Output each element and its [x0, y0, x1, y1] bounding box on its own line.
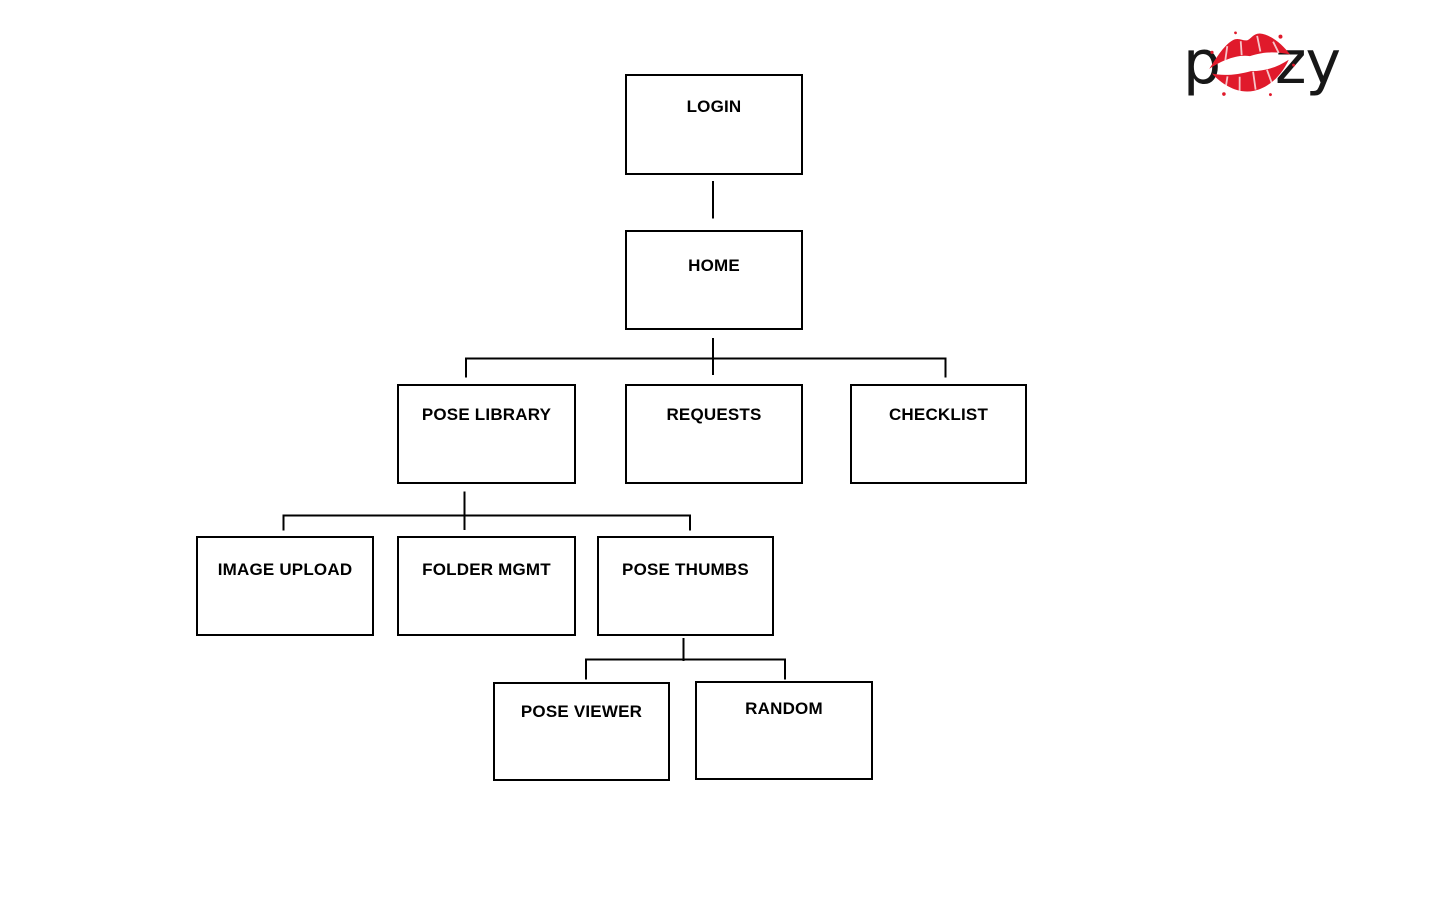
- node-pose-thumbs: POSE THUMBS: [597, 536, 774, 636]
- node-label: RANDOM: [745, 699, 823, 718]
- node-label: CHECKLIST: [888, 405, 989, 424]
- node-requests: REQUESTS: [625, 384, 803, 484]
- node-pose-library: POSE LIBRARY: [397, 384, 576, 484]
- node-label: IMAGE UPLOAD: [217, 560, 353, 579]
- node-label: POSE THUMBS: [622, 560, 749, 579]
- node-label: POSE VIEWER: [520, 702, 643, 721]
- node-login: LOGIN: [625, 74, 803, 175]
- node-checklist: CHECKLIST: [850, 384, 1027, 484]
- lips-kiss-icon: [1209, 31, 1296, 97]
- pozy-logo: p: [1183, 20, 1353, 116]
- node-label: POSE LIBRARY: [421, 405, 552, 424]
- node-label: HOME: [688, 256, 740, 275]
- node-image-upload: IMAGE UPLOAD: [196, 536, 374, 636]
- node-label: FOLDER MGMT: [422, 560, 551, 579]
- node-home: HOME: [625, 230, 803, 330]
- node-random: RANDOM: [695, 681, 873, 780]
- node-pose-viewer: POSE VIEWER: [493, 682, 670, 781]
- node-folder-mgmt: FOLDER MGMT: [397, 536, 576, 636]
- node-label: LOGIN: [686, 97, 742, 116]
- node-label: REQUESTS: [666, 405, 762, 424]
